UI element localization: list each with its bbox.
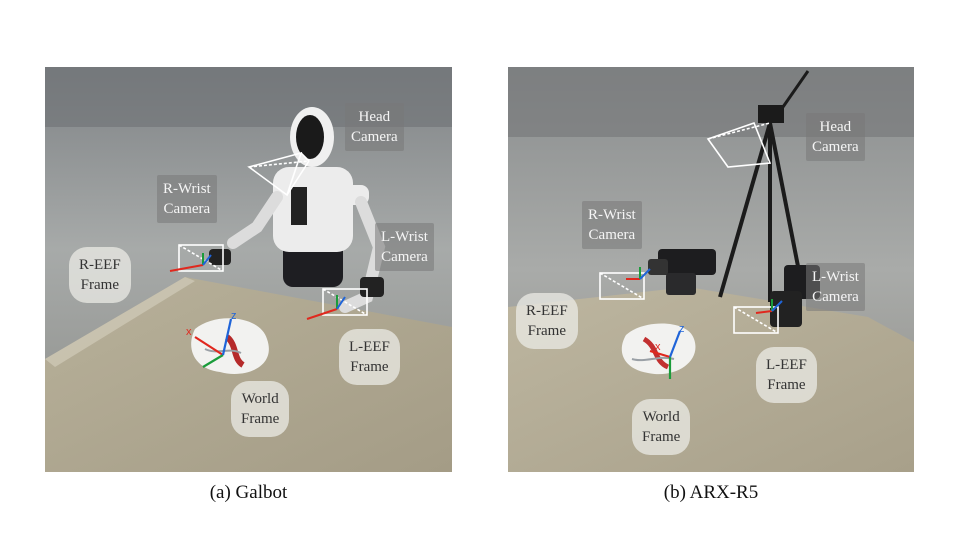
- r-eef-axes: [169, 253, 212, 272]
- table-edge: [45, 277, 195, 367]
- caption-galbot: (a) Galbot: [209, 482, 288, 503]
- world-frame-label: World Frame: [231, 381, 290, 437]
- crumpled-cloth: [191, 318, 269, 374]
- world-z-letter: z: [231, 310, 237, 322]
- caption-arx-r5: (b) ARX-R5: [663, 482, 759, 503]
- arx-right-arm: [648, 249, 716, 295]
- head-camera-label: Head Camera: [806, 113, 865, 161]
- table-surface: [508, 287, 914, 472]
- head-camera-label: Head Camera: [345, 103, 404, 151]
- camera-tripod: [718, 70, 810, 302]
- world-frame-axes: x z: [649, 323, 685, 379]
- galbot-photo: x z Head Camera R-Wrist Camera L-Wrist C…: [45, 67, 452, 472]
- arx-r5-photo: x z Head Camera R-Wrist Camera L-Wrist C…: [508, 67, 914, 472]
- head-camera-frustum: [706, 121, 772, 168]
- r-wrist-camera-label: R-Wrist Camera: [157, 175, 217, 223]
- l-eef-axes: [306, 295, 346, 320]
- r-eef-frame-label: R-EEF Frame: [516, 293, 578, 349]
- world-frame-axes: x z: [186, 310, 237, 368]
- world-frame-label: World Frame: [632, 399, 691, 455]
- l-eef-frame-label: L-EEF Frame: [339, 329, 400, 385]
- r-eef-axes: [626, 267, 651, 280]
- r-wrist-camera-frustum: [178, 244, 224, 272]
- l-eef-axes: [755, 299, 783, 314]
- world-z-letter: z: [679, 323, 685, 335]
- table-surface: [45, 277, 452, 472]
- r-eef-frame-label: R-EEF Frame: [69, 247, 131, 303]
- world-x-letter: x: [655, 341, 661, 353]
- l-eef-frame-label: L-EEF Frame: [756, 347, 817, 403]
- head-camera-frustum: [247, 151, 310, 197]
- r-wrist-camera-frustum: [599, 272, 645, 300]
- galbot-robot: [209, 107, 386, 313]
- l-wrist-camera-frustum: [733, 306, 779, 334]
- r-wrist-camera-label: R-Wrist Camera: [582, 201, 642, 249]
- l-wrist-camera-label: L-Wrist Camera: [806, 263, 865, 311]
- l-wrist-camera-label: L-Wrist Camera: [375, 223, 434, 271]
- l-wrist-camera-frustum: [322, 288, 368, 316]
- world-x-letter: x: [186, 326, 192, 338]
